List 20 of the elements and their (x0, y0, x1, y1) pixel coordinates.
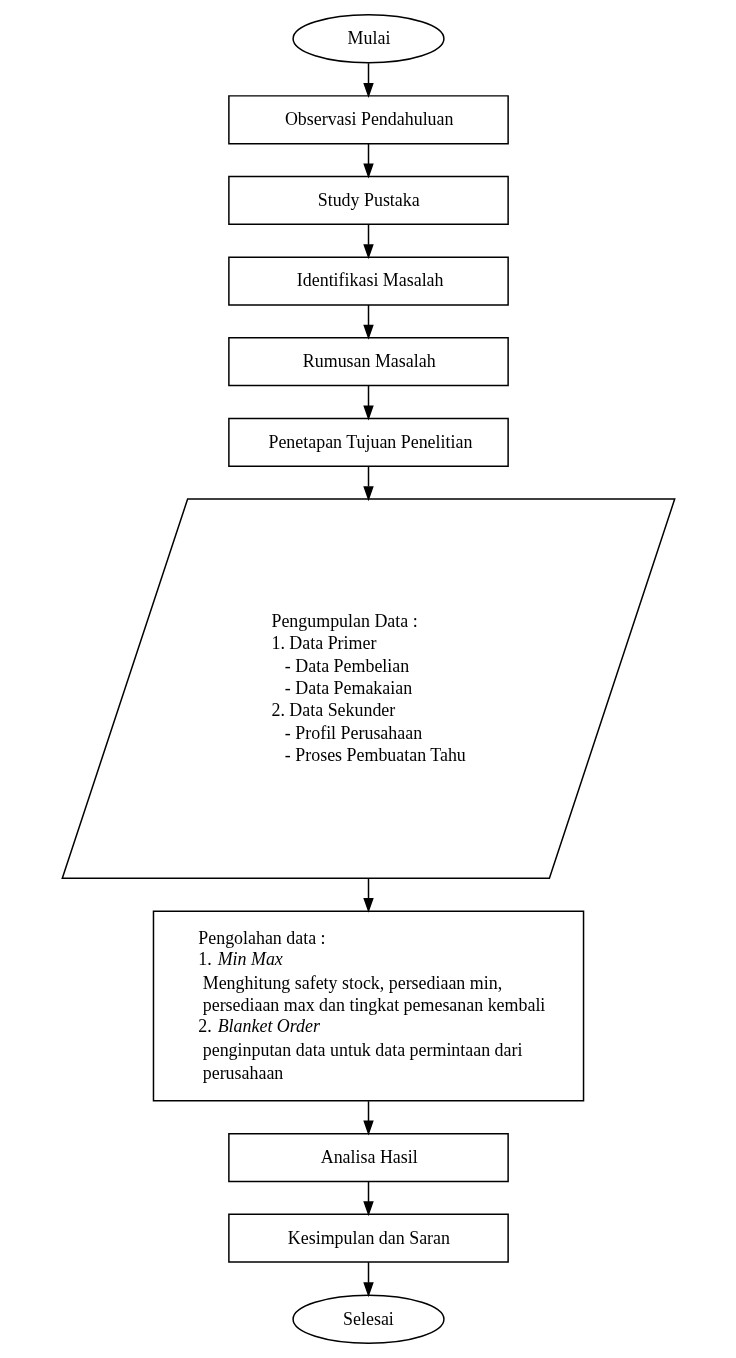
arrow (362, 304, 374, 340)
arrow (362, 384, 374, 421)
node-box: Identifikasi Masalah (227, 256, 509, 306)
arrow (362, 142, 374, 179)
node-ellipse: Selesai (291, 1294, 445, 1344)
node-box: Observasi Pendahuluan (227, 95, 509, 145)
arrow (362, 62, 374, 98)
node-box: Analisa Hasil (227, 1132, 509, 1183)
node-box: Rumusan Masalah (227, 337, 509, 387)
arrow (362, 1100, 374, 1136)
node-box: Pengolahan data : 1. Min Max Menghitung safety stock, persediaan min, persediaan max dan tingkat pemesanan kembali 2. Blanket Order penginputan data untuk data permintaan dari perusahaan (152, 910, 584, 1102)
node-box: Study Pustaka (227, 175, 509, 226)
arrow (362, 1261, 374, 1298)
node-ellipse: Mulai (291, 14, 445, 64)
node-box: Kesimpulan dan Saran (227, 1213, 509, 1263)
arrow (362, 877, 374, 913)
arrow (362, 223, 374, 260)
arrow (362, 1180, 374, 1217)
node-box: Penetapan Tujuan Penelitian (227, 417, 509, 467)
arrow (362, 465, 374, 502)
